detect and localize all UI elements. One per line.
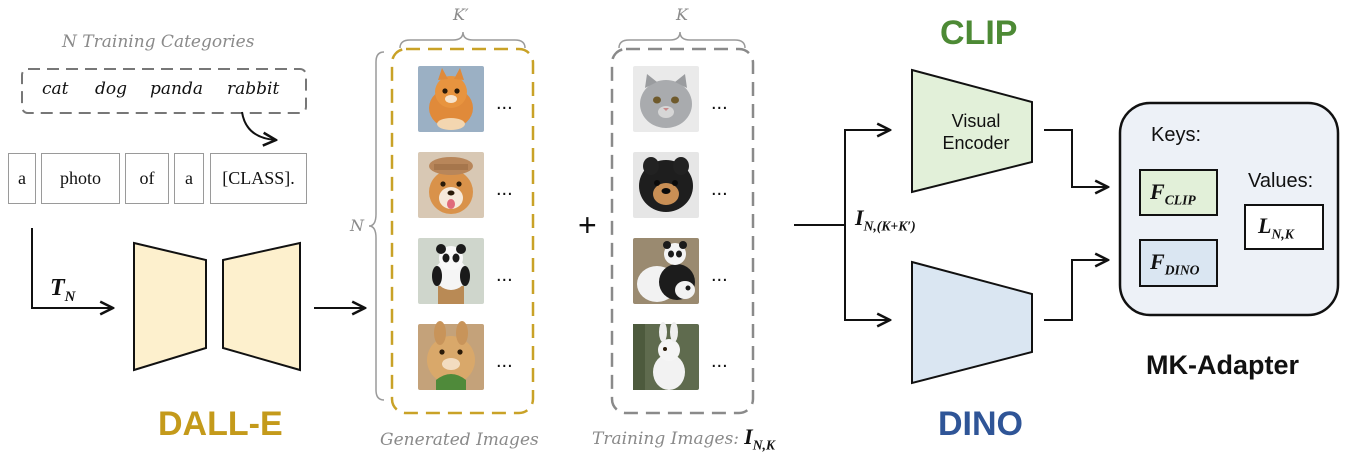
category-word: rabbit (227, 79, 280, 99)
keys-label: Keys: (1151, 124, 1202, 146)
categories-title: N Training Categories (62, 32, 255, 52)
dalle-label: DALL-E (158, 405, 283, 443)
white-rabbit-icon (633, 322, 699, 390)
clip-encoder-text: Visual Encoder (942, 111, 1010, 153)
category-word: dog (95, 79, 127, 99)
prompt-token: [CLASS]. (210, 153, 307, 204)
category-word: panda (150, 79, 203, 99)
generated-ellipsis: ... (496, 350, 513, 372)
category-word: cat (42, 79, 69, 99)
prompt-token: a (8, 153, 36, 204)
dino-encoder-shape (911, 260, 1033, 385)
side-n-label: N (350, 216, 364, 235)
side-brace-n (368, 51, 385, 401)
rabbit-icon (418, 321, 484, 390)
text-features-label: TN (50, 275, 76, 305)
clip-label: CLIP (940, 14, 1018, 52)
clip-visual-encoder-shape (911, 68, 1033, 194)
training-images-panel (610, 47, 755, 415)
training-ellipsis: ... (711, 178, 728, 200)
black-dog-icon (633, 152, 699, 218)
plus-sign: + (578, 207, 597, 243)
dalle-decoder-shape (222, 241, 301, 372)
orange-cat-icon (418, 66, 484, 132)
prompt-token: of (125, 153, 169, 204)
clip-to-adapter-arrow (1044, 129, 1108, 187)
training-k-label: K (676, 5, 688, 24)
dalle-encoder-shape (133, 241, 207, 372)
value-label: LN,K (1258, 213, 1294, 242)
key-dino-label: FDINO (1150, 249, 1200, 278)
key-dino-box (1139, 239, 1218, 287)
training-ellipsis: ... (711, 350, 728, 372)
dino-label: DINO (938, 405, 1023, 443)
generated-ellipsis: ... (496, 178, 513, 200)
values-label: Values: (1248, 170, 1314, 192)
prompt-token: photo (41, 153, 120, 204)
training-ellipsis: ... (711, 92, 728, 114)
text-to-dalle-arrow (31, 228, 113, 308)
generated-k-prime-label: K′ (453, 5, 469, 24)
generated-images-panel (390, 47, 535, 415)
training-images-caption: Training Images: IN,K (592, 424, 776, 453)
value-box (1244, 204, 1324, 250)
dino-to-adapter-arrow (1044, 260, 1108, 321)
training-top-brace (618, 31, 746, 49)
to-clip-arrow (844, 130, 890, 225)
key-clip-box (1139, 169, 1218, 216)
mk-adapter-label: MK-Adapter (1146, 350, 1299, 380)
generated-images-caption: Generated Images (380, 430, 539, 450)
generated-top-brace (399, 31, 526, 49)
panda-icon (418, 238, 484, 304)
panda-pair-icon (633, 238, 699, 304)
generated-ellipsis: ... (496, 92, 513, 114)
prompt-token: a (174, 153, 204, 204)
categories-box (21, 68, 307, 114)
training-ellipsis: ... (711, 264, 728, 286)
combined-images-label: IN,(K+K′) (855, 205, 916, 234)
key-clip-label: FCLIP (1150, 179, 1196, 208)
grey-cat-icon (633, 66, 699, 132)
category-to-class-arrow (241, 111, 276, 140)
to-dino-arrow (844, 225, 890, 320)
generated-ellipsis: ... (496, 264, 513, 286)
shiba-dog-icon (418, 152, 484, 218)
